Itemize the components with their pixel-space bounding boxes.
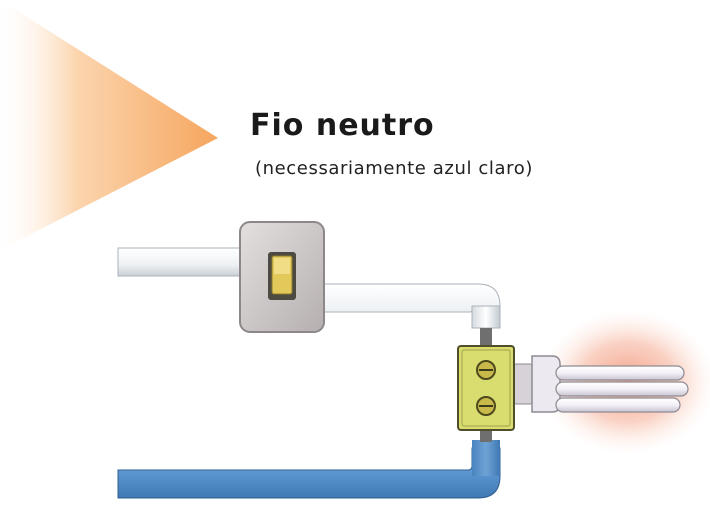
compact-fluorescent-lamp-icon <box>511 355 689 413</box>
light-switch-icon <box>239 221 325 333</box>
orange-pointer-triangle-icon <box>0 0 218 250</box>
diagram-subtitle: (necessariamente azul claro) <box>255 158 533 179</box>
diagram-title: Fio neutro <box>250 108 435 143</box>
neutral-wire <box>117 428 501 499</box>
terminal-block-icon <box>457 345 515 431</box>
